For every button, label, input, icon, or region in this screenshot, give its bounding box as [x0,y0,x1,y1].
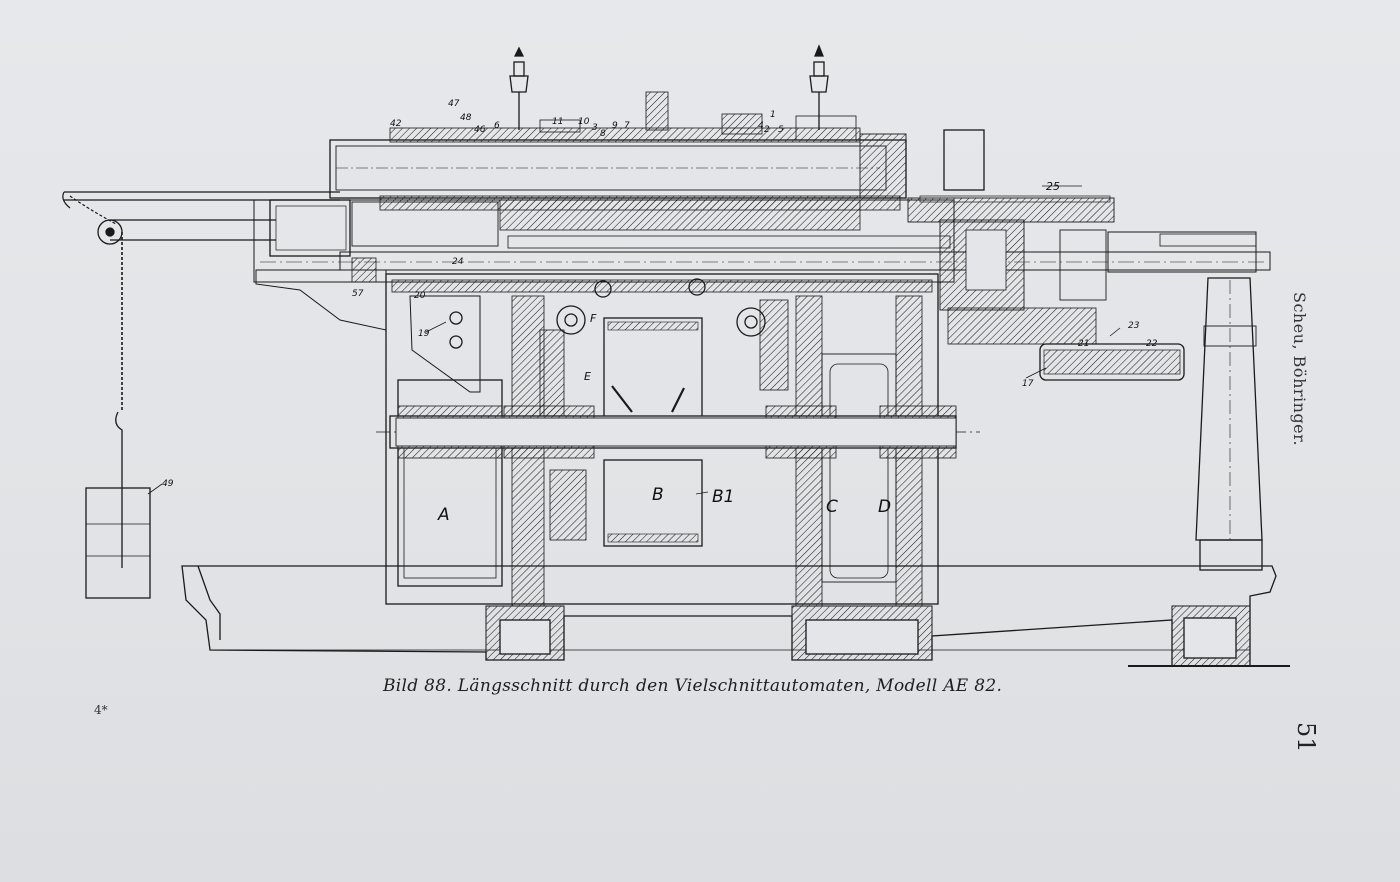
part-label: 5 [778,125,784,135]
part-label: 25 [1046,180,1060,193]
part-number-labels: 1 2 3 4 5 6 7 8 9 10 11 17 19 20 21 22 2… [162,99,1158,489]
section-label-d: D [878,497,891,517]
section-label-c: C [826,497,838,517]
section-label-b1: B1 [712,487,734,507]
part-label: 8 [600,129,606,139]
part-label: 3 [592,123,598,133]
part-label: 7 [624,121,630,131]
oil-cups [509,44,829,130]
signature-mark: 4* [94,703,108,717]
part-label: 10 [578,117,590,127]
leader-lines [147,185,1121,495]
part-label: 4 [758,121,764,131]
counterweight [69,195,151,599]
part-label: 17 [1022,379,1034,389]
machine-base [181,565,1290,667]
part-label: 42 [390,119,402,129]
part-label: 1 [770,110,776,120]
feed-slide [907,129,1263,571]
part-label: 46 [474,125,486,135]
part-label: 48 [460,113,472,123]
part-label: 57 [352,289,364,299]
part-label: 2 [764,125,770,135]
part-label: 20 [414,291,426,301]
part-label: 19 [418,329,430,339]
section-labels: A B B1 C D E F [437,312,891,525]
part-label: 24 [452,257,464,267]
part-label: 47 [448,99,460,109]
figure-caption: Bild 88. Längsschnitt durch den Vielschn… [383,676,1003,696]
part-label: 22 [1146,339,1158,349]
section-label-b: B [652,485,664,505]
part-label: 49 [162,479,174,489]
page-number: 51 [1292,722,1320,753]
section-label-a: A [437,505,450,525]
part-label: 21 [1078,339,1089,349]
part-label: 23 [1128,321,1140,331]
section-label-e: E [584,370,591,383]
section-label-f: F [590,312,597,325]
side-author-note: Scheu, Böhringer. [1290,292,1309,447]
part-label: 9 [612,121,618,131]
part-label: 11 [552,117,563,127]
main-shaft [376,405,980,459]
part-label: 6 [494,121,500,131]
